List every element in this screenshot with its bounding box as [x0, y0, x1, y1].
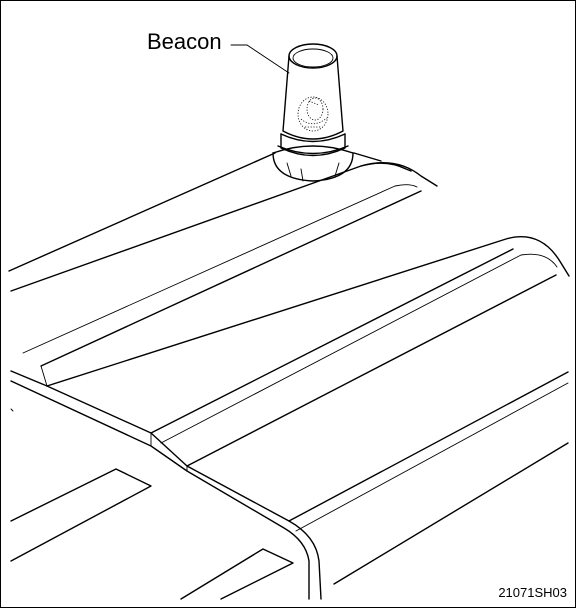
panel-left [10, 468, 152, 562]
front-left-edge [10, 370, 322, 600]
front-edge-lower [333, 442, 569, 585]
figure-code: 21071SH03 [498, 585, 567, 600]
rib-2-top [46, 236, 570, 387]
beacon-leader [230, 44, 290, 74]
rib-1-curve [360, 161, 438, 187]
rib-1-top [10, 162, 412, 292]
rib-1-inner [22, 184, 418, 354]
rib-2-line [150, 248, 514, 434]
beacon-label: Beacon [147, 29, 222, 54]
rib-3-inner [295, 382, 569, 532]
rib-2-lower [186, 274, 557, 467]
rib-3-top [288, 371, 569, 522]
roof-back-edge [8, 152, 276, 272]
rib-1-front [40, 365, 48, 387]
panel-right [180, 548, 294, 600]
edge-mark [10, 408, 14, 412]
rib-2-inner [160, 253, 558, 444]
beacon-lamp [272, 43, 354, 182]
roof-back-edge-right [353, 152, 382, 162]
rib-1-lower [40, 190, 422, 367]
front-left-edge-2 [10, 380, 310, 600]
